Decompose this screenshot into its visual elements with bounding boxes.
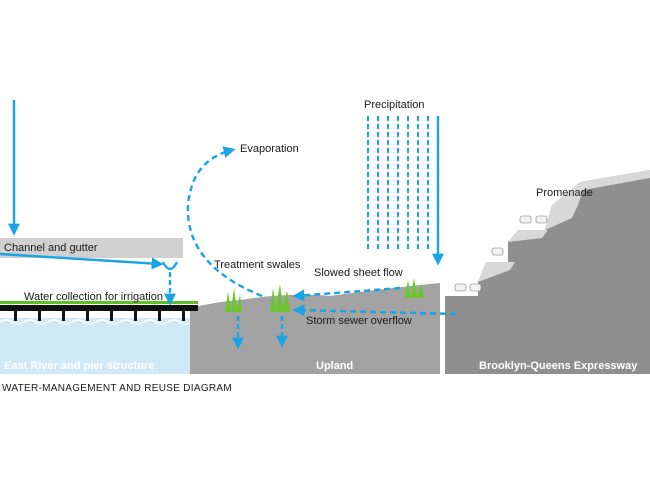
label-channel-and-gutter: Channel and gutter bbox=[4, 242, 98, 254]
river-wave-line bbox=[0, 319, 201, 325]
label-water-collection: Water collection for irrigation bbox=[24, 291, 163, 303]
terrace-3 bbox=[545, 205, 578, 230]
label-slowed-sheet-flow: Slowed sheet flow bbox=[314, 267, 403, 279]
label-upland: Upland bbox=[316, 360, 353, 372]
pier-piles bbox=[14, 311, 185, 321]
label-promenade: Promenade bbox=[536, 187, 593, 199]
water-flow-arrows bbox=[0, 100, 457, 350]
pier-deck bbox=[0, 305, 198, 311]
car-icons bbox=[454, 215, 548, 292]
label-bqe: Brooklyn-Queens Expressway bbox=[479, 360, 638, 372]
label-east-river: East River and pier structure bbox=[4, 360, 154, 372]
upland-ground bbox=[190, 283, 440, 374]
diagram-caption: WATER-MANAGEMENT AND REUSE DIAGRAM bbox=[2, 383, 233, 394]
label-evaporation: Evaporation bbox=[240, 143, 299, 155]
label-treatment-swales: Treatment swales bbox=[214, 259, 301, 271]
river-water bbox=[0, 318, 200, 374]
channel-and-gutter bbox=[0, 238, 183, 258]
pier-grass bbox=[0, 301, 198, 304]
terrace-2 bbox=[508, 230, 548, 242]
terrace-1 bbox=[478, 262, 515, 282]
label-storm-sewer-overflow: Storm sewer overflow bbox=[306, 315, 412, 327]
expressway-structure bbox=[445, 170, 650, 374]
promenade-deck bbox=[552, 170, 650, 205]
label-precipitation: Precipitation bbox=[364, 99, 425, 111]
swale-plant-2 bbox=[270, 284, 290, 312]
swale-plant-1 bbox=[225, 288, 242, 312]
swale-plant-3 bbox=[405, 278, 424, 298]
